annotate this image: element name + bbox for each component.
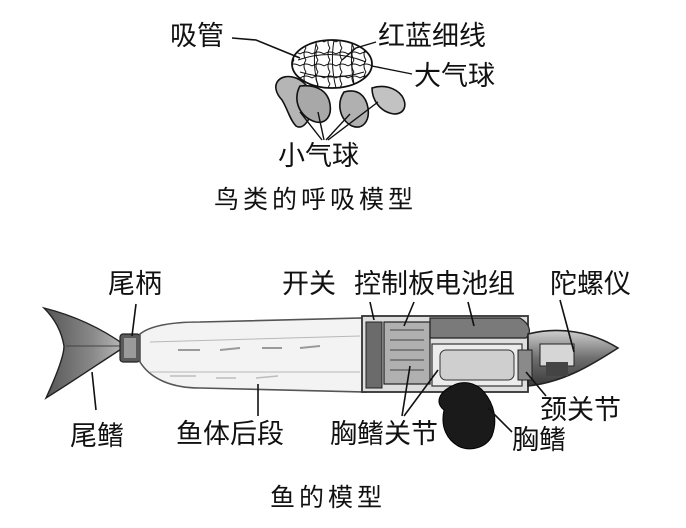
caption-fish-model: 鱼的模型 [270, 483, 387, 512]
pectoral-fin [438, 382, 496, 450]
label-pectoral-fin: 胸鳍 [512, 425, 566, 456]
battery-pack [429, 317, 530, 339]
label-battery: 电池组 [434, 269, 515, 300]
label-switch: 开关 [282, 269, 336, 300]
pectoral-fin-leader-line [487, 407, 513, 433]
label-tail-fin: 尾鳍 [70, 421, 124, 452]
neck-joint-leader-line [525, 371, 547, 397]
label-small-balloon: 小气球 [278, 141, 359, 172]
gyroscope-leader-line [559, 299, 575, 353]
label-neck-joint: 颈关节 [540, 395, 621, 426]
label-pectoral-joint: 胸鳍关节 [330, 419, 438, 450]
bird-breathing-model [231, 37, 413, 141]
big-balloon-leader-line [371, 65, 413, 75]
small-balloon-leader-lines [299, 101, 379, 141]
switch-leader-line [369, 301, 375, 321]
control-board-leader-line [403, 301, 415, 327]
thread-leader-line [341, 41, 377, 61]
tail-fin [41, 306, 128, 400]
battery-leader-line [467, 301, 475, 327]
caption-bird-model: 鸟类的呼吸模型 [214, 185, 418, 214]
label-tail-stalk: 尾柄 [108, 269, 162, 300]
label-straw: 吸管 [170, 21, 224, 52]
label-control-board: 控制板 [354, 269, 435, 300]
pectoral-joint-leader-lines [401, 365, 439, 417]
neck-joint-part [517, 349, 533, 381]
label-thread: 红蓝细线 [378, 21, 486, 52]
tail-fin-leader-line [91, 371, 97, 411]
control-board-part [383, 321, 431, 385]
tail-stalk-leader-line [131, 303, 137, 337]
label-gyroscope: 陀螺仪 [550, 269, 631, 300]
switch-part [365, 321, 383, 389]
rear-body [139, 317, 367, 393]
straw-leader-line [231, 37, 301, 59]
label-big-balloon: 大气球 [414, 61, 495, 92]
fish-model [41, 299, 620, 450]
label-rear-body: 鱼体后段 [176, 419, 284, 450]
